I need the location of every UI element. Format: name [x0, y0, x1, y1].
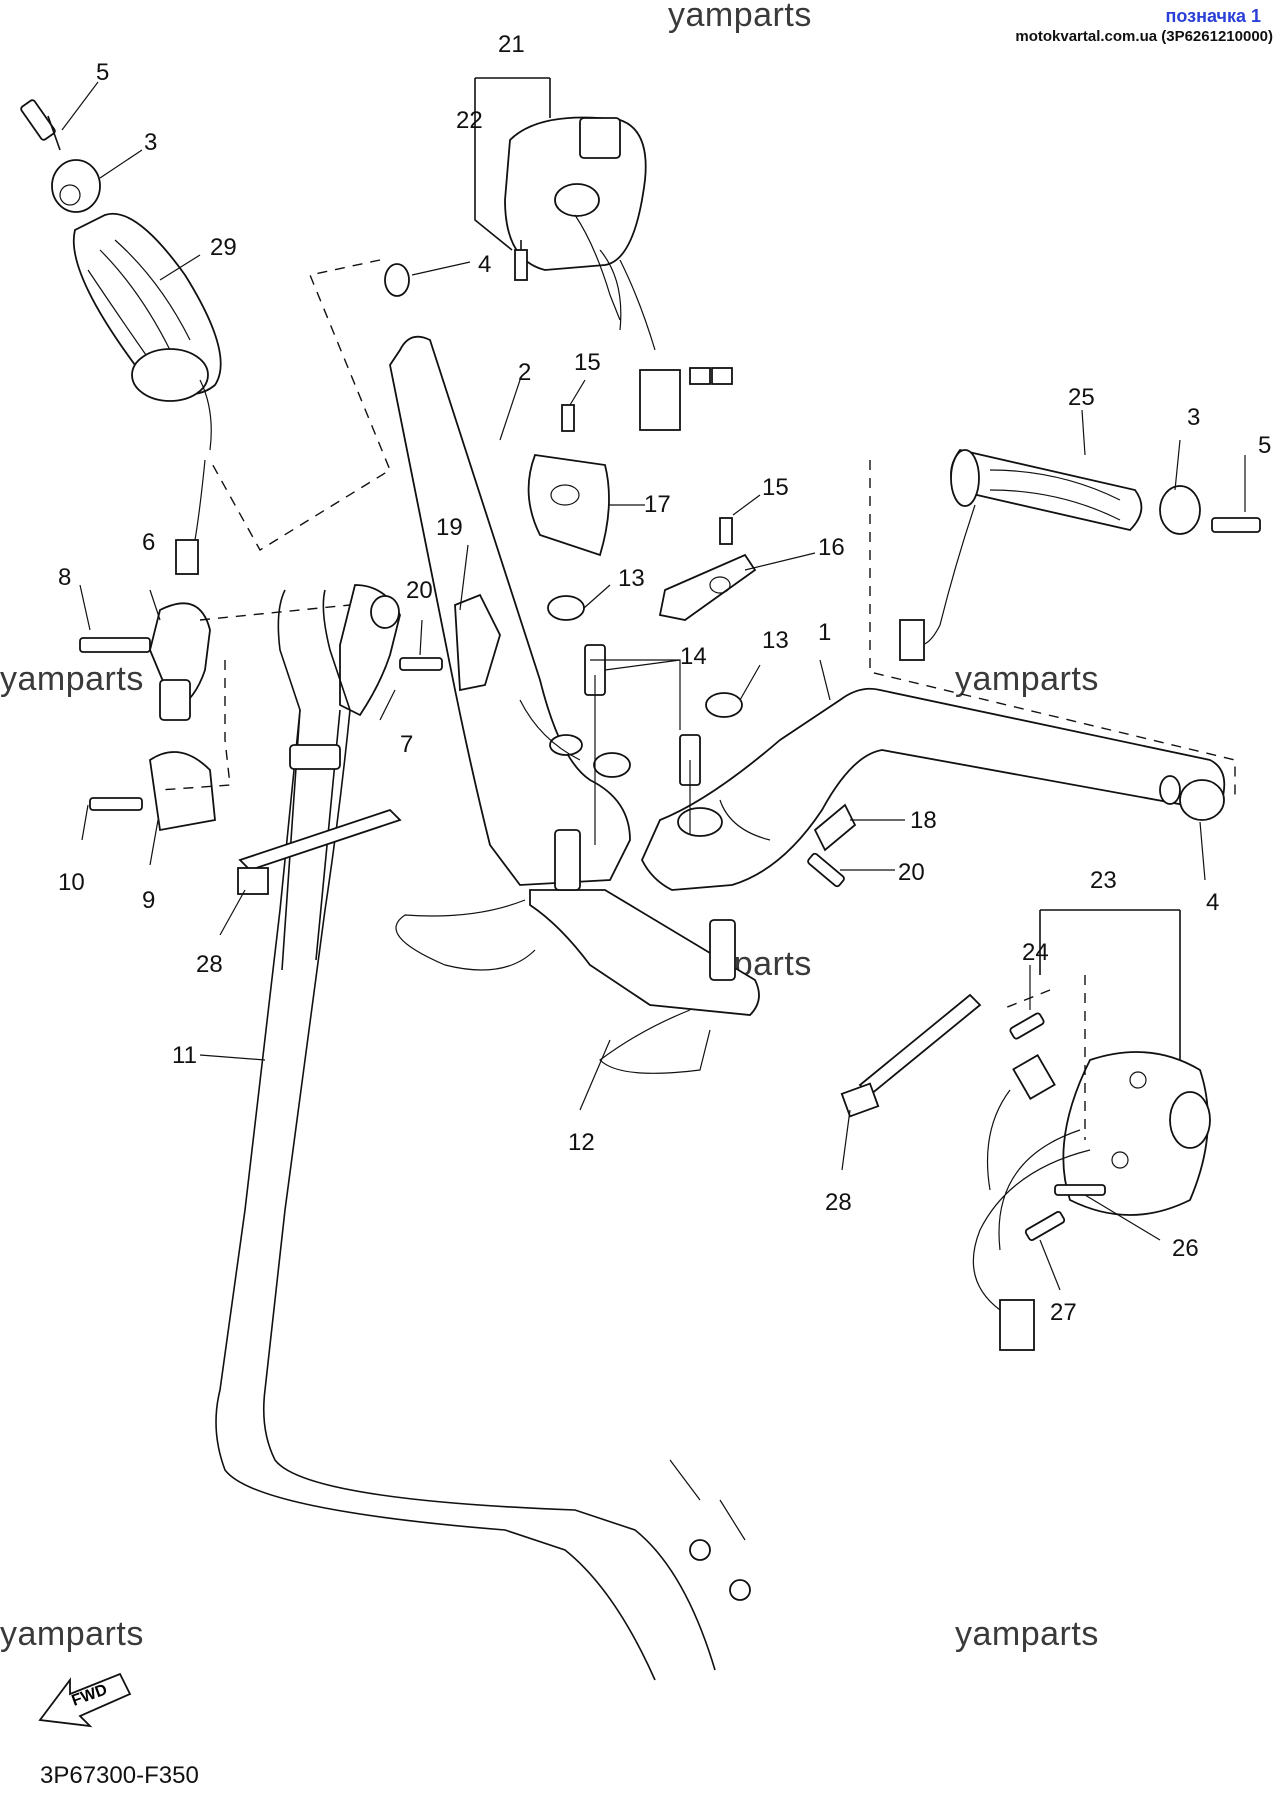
- screw-27: [1024, 1211, 1066, 1241]
- callout-28: 28: [825, 1189, 852, 1216]
- screw-10: [89, 797, 143, 811]
- callout-21: 21: [498, 31, 525, 58]
- watermark: yamparts: [668, 0, 812, 34]
- callout-2: 2: [518, 359, 531, 386]
- screw-24: [1009, 1012, 1045, 1040]
- grip-25: [950, 448, 1143, 531]
- callout-16: 16: [818, 534, 845, 561]
- callout-15: 15: [762, 474, 789, 501]
- connector: [711, 367, 733, 385]
- callout-23: 23: [1090, 867, 1117, 894]
- throttle-cable-11: [215, 589, 751, 1681]
- callout-11: 11: [172, 1042, 197, 1069]
- handlebar-switch-23: [972, 1051, 1211, 1351]
- callout-18: 18: [910, 807, 937, 834]
- cable-tie-28-right: [840, 993, 982, 1118]
- callout-5: 5: [1258, 432, 1271, 459]
- callout-12: 12: [568, 1129, 595, 1156]
- callout-4: 4: [1206, 889, 1219, 916]
- grip-end-weight-3-right: [1159, 485, 1201, 535]
- bolt-8: [79, 637, 151, 653]
- callout-24: 24: [1022, 939, 1049, 966]
- diagram-code: 3P67300-F350: [40, 1762, 199, 1789]
- cover-17: [527, 454, 610, 557]
- connector: [899, 619, 925, 661]
- fwd-arrow-icon: FWD: [38, 1672, 132, 1728]
- cover-16: [658, 553, 757, 621]
- pin-26: [1054, 1184, 1106, 1196]
- cable-tie-28-left: [237, 808, 402, 895]
- callout-20: 20: [898, 859, 925, 886]
- watermark: yamparts: [955, 660, 1099, 698]
- callout-19: 19: [436, 514, 463, 541]
- callout-27: 27: [1050, 1299, 1077, 1326]
- callout-6: 6: [142, 529, 155, 556]
- callout-26: 26: [1172, 1235, 1199, 1262]
- callout-5: 5: [96, 59, 109, 86]
- bolt-15-left: [561, 404, 575, 432]
- bracket-18: [813, 803, 857, 852]
- end-plug-4-right: [1179, 779, 1225, 821]
- connector: [689, 367, 711, 385]
- callout-14: 14: [680, 643, 707, 670]
- lever-bracket-7: [339, 584, 401, 717]
- callout-1: 1: [818, 619, 831, 646]
- bolt-5-right: [1211, 517, 1261, 533]
- holder-9: [149, 751, 216, 832]
- watermark: yamparts: [0, 1615, 144, 1653]
- watermark: yamparts: [955, 1615, 1099, 1653]
- callout-29: 29: [210, 234, 237, 261]
- connector: [175, 539, 199, 575]
- watermark: yamparts: [0, 660, 144, 698]
- callout-7: 7: [400, 731, 413, 758]
- connector: [639, 369, 681, 431]
- callout-3: 3: [1187, 404, 1200, 431]
- throttle-grip-29: [72, 212, 222, 451]
- handlebar-2: [384, 263, 631, 886]
- callout-25: 25: [1068, 384, 1095, 411]
- callout-22: 22: [456, 107, 483, 134]
- callout-8: 8: [58, 564, 71, 591]
- handlebar-1: [641, 687, 1226, 891]
- callout-20: 20: [406, 577, 433, 604]
- callout-15: 15: [574, 349, 601, 376]
- handlebar-switch-21: [504, 116, 733, 431]
- callout-17: 17: [644, 491, 671, 518]
- lever-holder-6: [149, 602, 211, 721]
- callout-4: 4: [478, 251, 491, 278]
- end-plug-4: [384, 263, 410, 297]
- bolt-5-left: [20, 99, 61, 151]
- callout-28: 28: [196, 951, 223, 978]
- bolt-20-left: [399, 657, 443, 671]
- screw-22: [514, 240, 528, 281]
- source-caption: motokvartal.com.ua (3P6261210000): [1015, 28, 1273, 45]
- stay-12: [395, 829, 760, 1074]
- bolt-20-right: [807, 852, 845, 888]
- nut-13-right: [705, 692, 743, 718]
- connector: [1012, 1054, 1056, 1100]
- callout-13: 13: [618, 565, 645, 592]
- page-label: позначка 1: [1165, 6, 1262, 26]
- throttle-wire: [194, 459, 206, 541]
- connector: [999, 1299, 1035, 1351]
- callout-10: 10: [58, 869, 85, 896]
- bracket-19: [454, 593, 501, 692]
- callout-9: 9: [142, 887, 155, 914]
- grip-end-weight-3-left: [51, 159, 101, 213]
- callout-3: 3: [144, 129, 157, 156]
- nut-13-left: [547, 595, 585, 621]
- callout-13: 13: [762, 627, 789, 654]
- bolt-15-right: [719, 517, 733, 545]
